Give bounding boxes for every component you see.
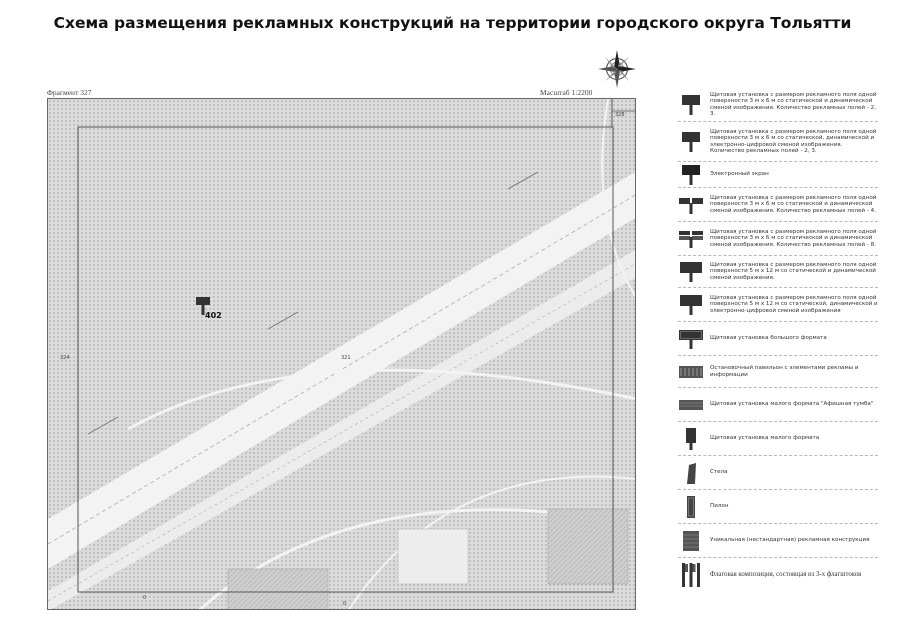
bottom-number-b: 0 (343, 601, 347, 607)
billboard-icon (682, 131, 700, 152)
legend-text: Остановочный павильон с элементами рекла… (710, 365, 859, 378)
legend-text: Щитовая установка большого формата (710, 335, 827, 342)
legend-text: Стела (710, 469, 728, 476)
legend-text: Щитовая установка с размером рекламного … (710, 194, 877, 214)
legend-text: Щитовая установка с размером рекламного … (710, 228, 877, 248)
legend-text: Флаговая композиция, состоящая из 3-х фл… (710, 571, 862, 578)
legend-text: Щитовая установка с размером рекламного … (710, 294, 878, 314)
legend-item: Щитовая установка с размером рекламного … (678, 222, 878, 256)
legend-item: Пилон (678, 490, 878, 524)
multi-billboard-icon (679, 230, 703, 248)
legend-item: Щитовая установка с размером рекламного … (678, 122, 878, 162)
billboard-marker-icon[interactable] (196, 297, 210, 315)
center-number: 321 (341, 355, 351, 361)
unique-structure-icon (683, 530, 699, 551)
legend-item: Щитовая установка малого формата "Афишна… (678, 388, 878, 422)
pylon-icon (687, 495, 695, 518)
small-panel-icon (686, 427, 696, 450)
legend-text: Щитовая установка малого формата (710, 435, 820, 442)
legend-item: Щитовая установка малого формата (678, 422, 878, 456)
double-billboard-icon (679, 197, 703, 214)
legend-item: Флаговая композиция, состоящая из 3-х фл… (678, 558, 878, 592)
flag-composition-icon (682, 563, 700, 587)
compass-rose-icon (598, 50, 636, 88)
left-number: 324 (60, 355, 70, 361)
legend-text: Пилон (710, 503, 729, 510)
legend-item: Щитовая установка с размером рекламного … (678, 188, 878, 222)
legend-text: Щитовая установка с размером рекламного … (710, 91, 877, 117)
legend: Щитовая установка с размером рекламного … (678, 88, 878, 592)
marker-id-label: 402 (205, 311, 222, 320)
legend-item: Стела (678, 456, 878, 490)
fragment-label: Фрагмент 327 (47, 88, 92, 97)
large-billboard-icon (680, 261, 702, 282)
legend-text: Щитовая установка с размером рекламного … (710, 128, 877, 154)
screen-icon (682, 164, 700, 185)
legend-text: Щитовая установка с размером рекламного … (710, 261, 877, 281)
big-format-icon (679, 329, 703, 349)
pavilion-icon (679, 365, 703, 378)
legend-text: Электронный экран (710, 171, 769, 178)
map-fragment[interactable]: 402 328 324 321 0 0 (47, 98, 636, 610)
small-format-icon (679, 399, 703, 410)
map-title: Схема размещения рекламных конструкций н… (53, 14, 852, 32)
legend-text: Уникальная (нестандартная) рекламная кон… (710, 537, 870, 544)
corner-number: 328 (615, 112, 625, 118)
legend-item: Щитовая установка большого формата (678, 322, 878, 356)
large-billboard-icon (680, 294, 702, 315)
legend-item: Остановочный павильон с элементами рекла… (678, 356, 878, 388)
stela-icon (687, 462, 696, 484)
scale-label: Масштаб 1:2200 (540, 88, 593, 97)
legend-text: Щитовая установка малого формата "Афишна… (710, 401, 874, 408)
bottom-number-a: 0 (143, 595, 147, 601)
legend-item: Электронный экран (678, 162, 878, 188)
legend-item: Щитовая установка с размером рекламного … (678, 256, 878, 288)
legend-item: Щитовая установка с размером рекламного … (678, 288, 878, 322)
legend-item: Уникальная (нестандартная) рекламная кон… (678, 524, 878, 558)
billboard-icon (682, 94, 700, 115)
legend-item: Щитовая установка с размером рекламного … (678, 88, 878, 122)
